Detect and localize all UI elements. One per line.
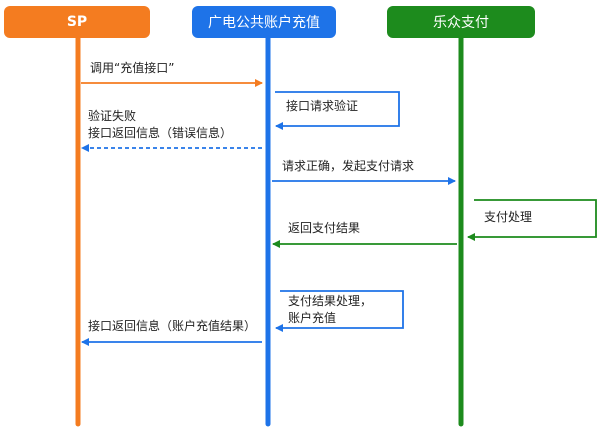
message-call-recharge-label: 调用“充值接口” [90, 60, 174, 75]
message-return-result-label: 接口返回信息（账户充值结果） [88, 318, 256, 333]
message-pay-result-label: 返回支付结果 [288, 221, 360, 235]
message-pay-process-label: 支付处理 [484, 210, 532, 224]
message-pay-request-label: 请求正确，发起支付请求 [282, 158, 414, 173]
participant-guangdian-label: 广电公共账户充值 [208, 15, 320, 31]
participant-lezhong: 乐众支付 [387, 6, 535, 38]
message-fail-line2: 接口返回信息（错误信息） [88, 125, 232, 140]
participant-guangdian: 广电公共账户充值 [192, 6, 336, 38]
message-verify-label: 接口请求验证 [286, 98, 358, 113]
message-pay-process-arrow [467, 199, 597, 241]
participant-sp: SP [4, 6, 150, 38]
participant-lezhong-label: 乐众支付 [433, 15, 489, 31]
participant-sp-label: SP [66, 14, 88, 30]
message-result-process-line1: 支付结果处理， [288, 294, 372, 308]
message-verify-arrow [275, 91, 400, 130]
message-result-process-arrow [275, 290, 404, 332]
message-result-process-line2: 账户充值 [288, 310, 336, 325]
message-fail-line1: 验证失败 [88, 108, 136, 123]
